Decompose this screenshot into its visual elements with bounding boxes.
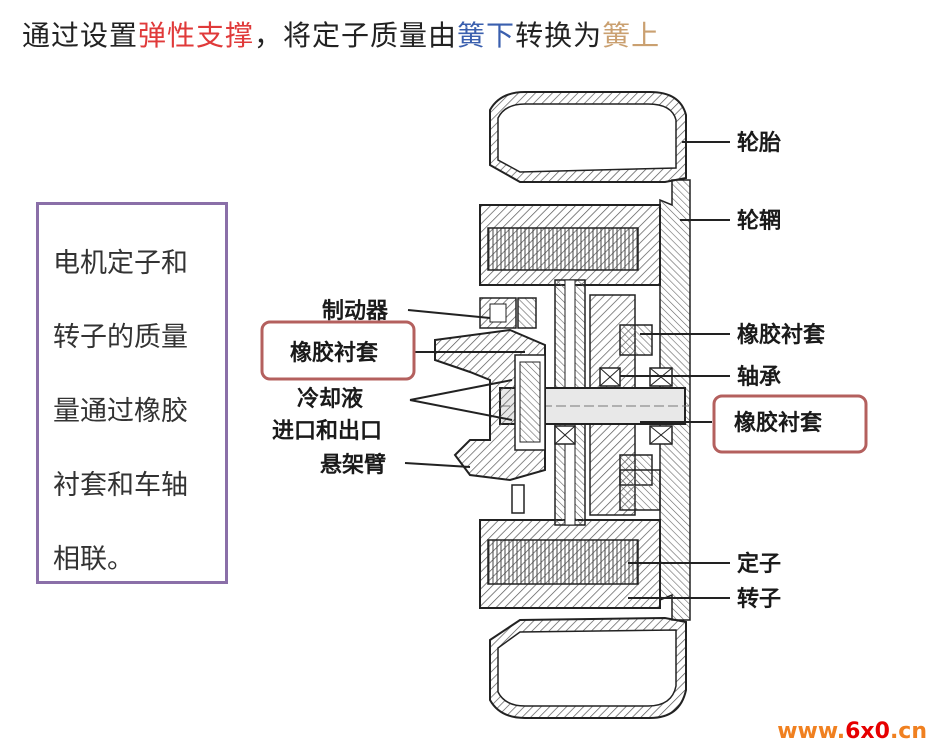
tire-bottom (489, 616, 687, 719)
highlight-box-right (712, 394, 868, 454)
rotor-top (479, 204, 661, 286)
title-unsprung: 簧下 (457, 19, 516, 52)
label-bushing-right-top: 橡胶衬套 (737, 322, 825, 348)
title-part3: ，将定子质量由 (254, 19, 458, 52)
label-bushing-right: 橡胶衬套 (734, 410, 822, 436)
label-brake: 制动器 (322, 299, 389, 324)
label-rotor: 转子 (737, 586, 781, 612)
title-part1: 通过设置 (22, 19, 139, 52)
title-sprung: 簧上 (602, 19, 661, 52)
leader-lines (404, 141, 730, 599)
note-box: 电机定子和 转子的质量 量通过橡胶 衬套和车轴 相联。 (36, 202, 228, 584)
watermark-brand: 6x0 (845, 719, 890, 744)
watermark-suffix: .cn (889, 719, 927, 744)
tire-top (489, 91, 687, 183)
note-line: 转子的质量 (53, 322, 188, 353)
label-rim: 轮辋 (737, 208, 781, 234)
note-line: 相联。 (53, 544, 134, 575)
label-stator: 定子 (737, 551, 781, 577)
bushing-right-top (619, 324, 653, 356)
label-bushing-left: 橡胶衬套 (290, 340, 378, 366)
note-line: 电机定子和 (53, 248, 188, 279)
label-coolant-2: 进口和出口 (272, 419, 382, 444)
highlight-box-left (260, 320, 416, 381)
label-coolant-1: 冷却液 (297, 386, 363, 412)
watermark: www.6x0.cn (777, 719, 927, 744)
label-tire: 轮胎 (737, 130, 781, 156)
title-highlight-elastic: 弹性支撑 (138, 19, 255, 52)
label-bearing: 轴承 (737, 364, 781, 390)
label-suspension-arm: 悬架臂 (320, 452, 386, 478)
title-part5: 转换为 (515, 19, 603, 52)
page-title: 通过设置弹性支撑，将定子质量由簧下转换为簧上 (22, 14, 660, 54)
note-line: 衬套和车轴 (53, 470, 188, 501)
watermark-prefix: www. (777, 719, 846, 744)
note-line: 量通过橡胶 (53, 396, 188, 427)
